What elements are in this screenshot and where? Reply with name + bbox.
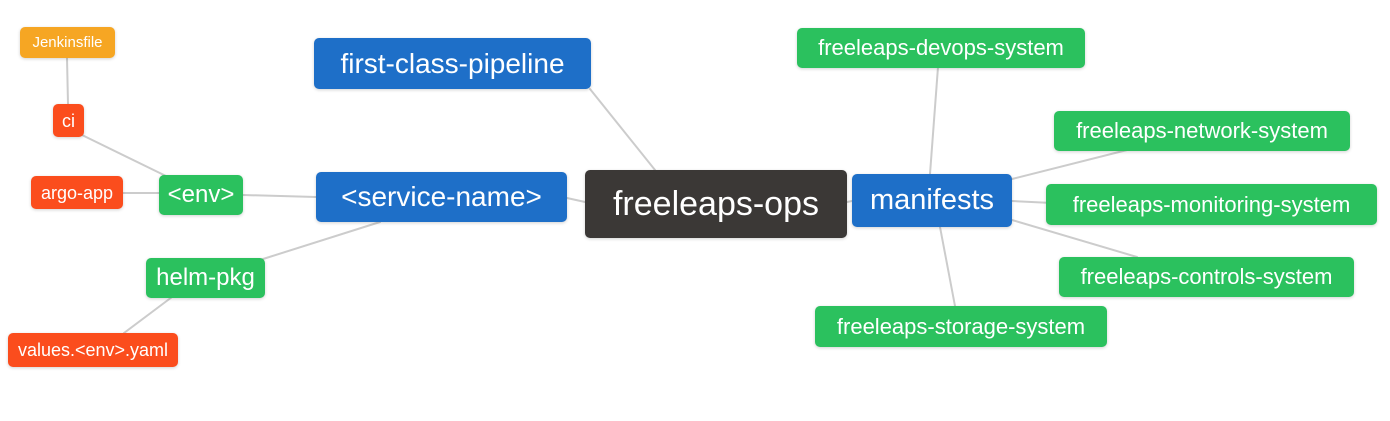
node-helm-pkg[interactable]: helm-pkg [146, 258, 265, 298]
node-service-name[interactable]: <service-name> [316, 172, 567, 222]
edge-freeleaps-manifests [846, 200, 853, 203]
node-ci[interactable]: ci [53, 104, 84, 137]
edge-manifests-network [1011, 149, 1128, 180]
node-freeleaps-ops-root[interactable]: freeleaps-ops [585, 170, 847, 238]
edge-helm-pkg-service-name [262, 221, 381, 260]
edge-env-service-name [242, 194, 317, 198]
node-freeleaps-network-system[interactable]: freeleaps-network-system [1054, 111, 1350, 151]
node-jenkinsfile[interactable]: Jenkinsfile [20, 27, 115, 58]
node-argo-app[interactable]: argo-app [31, 176, 123, 209]
edge-jenkinsfile-ci [66, 57, 69, 105]
node-env[interactable]: <env> [159, 175, 243, 215]
node-manifests[interactable]: manifests [852, 174, 1012, 227]
node-first-class-pipeline[interactable]: first-class-pipeline [314, 38, 591, 89]
edge-first-class-freeleaps [589, 88, 656, 171]
node-freeleaps-storage-system[interactable]: freeleaps-storage-system [815, 306, 1107, 347]
edge-manifests-controls [1011, 219, 1138, 258]
edge-service-name-freeleaps [566, 197, 586, 203]
node-freeleaps-monitoring-system[interactable]: freeleaps-monitoring-system [1046, 184, 1377, 225]
node-values-env-yaml[interactable]: values.<env>.yaml [8, 333, 178, 367]
edge-manifests-devops [929, 66, 939, 175]
edge-ci-env [81, 134, 169, 178]
edge-values-helm-pkg [123, 296, 173, 334]
node-freeleaps-controls-system[interactable]: freeleaps-controls-system [1059, 257, 1354, 297]
edge-manifests-storage [939, 226, 956, 307]
node-freeleaps-devops-system[interactable]: freeleaps-devops-system [797, 28, 1085, 68]
edge-manifests-monitoring [1011, 200, 1053, 204]
